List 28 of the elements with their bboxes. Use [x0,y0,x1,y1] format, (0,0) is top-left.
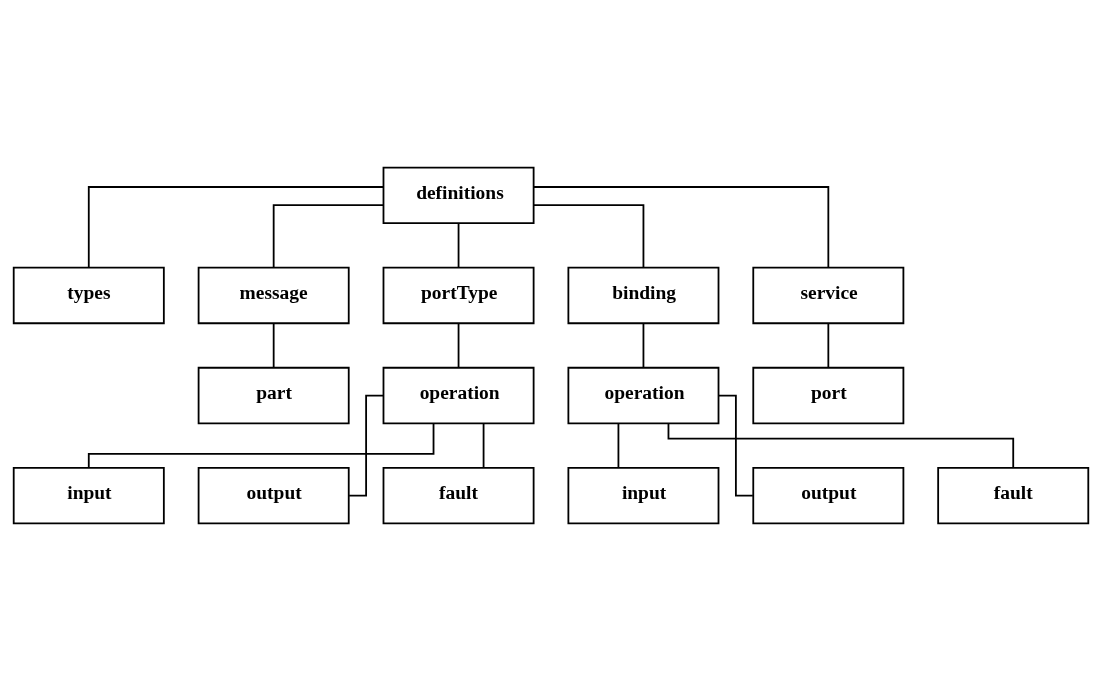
node-box: input [12,466,165,524]
connector [532,203,645,268]
node-box: types [12,266,165,324]
connector [532,185,830,268]
node-box: fault [382,466,535,524]
connector [827,321,830,368]
node-box: definitions [382,166,535,224]
connector [482,422,485,468]
node-box: message [197,266,350,324]
node-box: input [567,466,720,524]
node-box: part [197,366,350,424]
node-box: port [752,366,905,424]
node-box: operation [567,366,720,424]
connector [457,321,460,368]
node-box: operation [382,366,535,424]
connector [617,422,620,468]
node-box: binding [567,266,720,324]
connector [272,321,275,368]
connector [457,221,460,268]
connector [87,185,385,268]
node-box: service [752,266,905,324]
node-box: output [752,466,905,524]
node-box: output [197,466,350,524]
connector [87,421,435,468]
node-box: portType [382,266,535,324]
connector [272,203,385,268]
node-box: fault [937,466,1090,524]
connector [642,321,645,368]
